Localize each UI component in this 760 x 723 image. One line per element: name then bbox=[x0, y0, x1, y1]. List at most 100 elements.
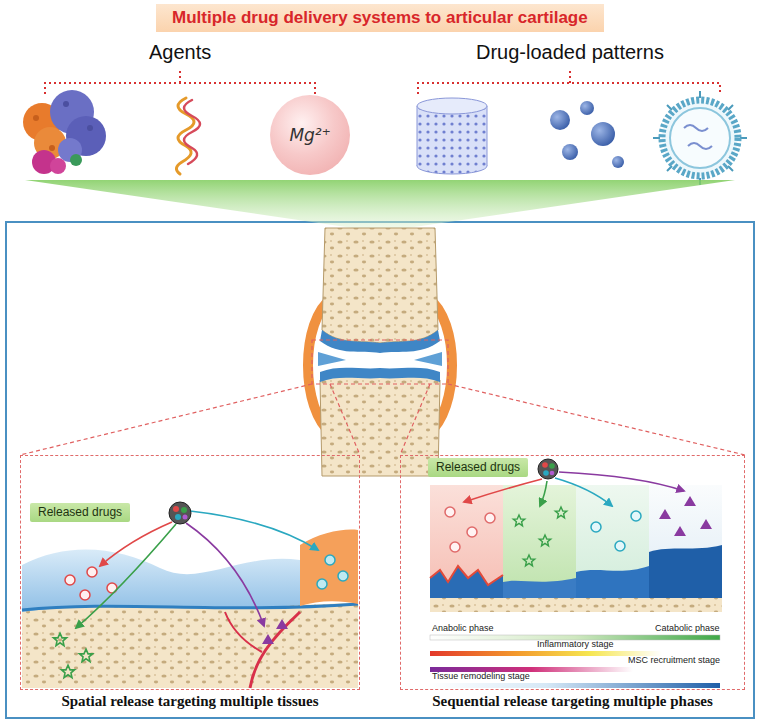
nanoparticle-icon-part bbox=[612, 156, 624, 168]
sequential-release-scene-part bbox=[523, 555, 534, 566]
phase-label: Catabolic phase bbox=[655, 623, 720, 634]
stage-label: Inflammatory stage bbox=[537, 639, 614, 650]
spatial-release-scene-part bbox=[262, 619, 288, 644]
liposome-icon-part-part bbox=[728, 105, 733, 110]
sequential-release-scene-part bbox=[464, 472, 684, 506]
sequential-release-scene-part bbox=[649, 485, 722, 612]
group-heading: Agents bbox=[149, 40, 211, 64]
rna-icon bbox=[176, 98, 200, 174]
knee-joint-part bbox=[414, 352, 442, 366]
spatial-release-scene-part-part bbox=[338, 571, 348, 581]
liposome-icon-part bbox=[653, 91, 747, 185]
spatial-release-scene-part bbox=[61, 665, 74, 677]
protein-icon-part bbox=[63, 101, 69, 107]
spatial-release-scene-part bbox=[300, 530, 358, 606]
spatial-release-scene-part bbox=[65, 567, 117, 600]
sequential-release-scene-part bbox=[513, 515, 524, 526]
spatial-release-scene-part-part bbox=[317, 579, 327, 589]
stage-label: Tissue remodeling stage bbox=[432, 671, 530, 682]
nanoparticle-icon-part bbox=[580, 101, 594, 115]
sequential-release-scene-part-part bbox=[674, 526, 686, 536]
node-text: Released drugs bbox=[436, 460, 520, 475]
sequential-release-scene-part bbox=[503, 578, 576, 598]
sequential-release-scene-part-part bbox=[559, 472, 684, 491]
liposome-icon bbox=[653, 91, 747, 185]
sequential-release-scene-part bbox=[430, 598, 722, 612]
sequential-release-scene-part bbox=[549, 463, 555, 469]
title-banner: Multiple drug delivery systems to articu… bbox=[156, 4, 604, 32]
protein-icon-part bbox=[70, 154, 82, 166]
zoom-leader-part bbox=[400, 384, 430, 455]
sequential-release-scene bbox=[430, 459, 722, 688]
spatial-release-scene-part bbox=[183, 515, 188, 520]
spatial-release-scene-part bbox=[181, 507, 187, 513]
spatial-release-scene-part-part bbox=[80, 590, 90, 600]
hydrogel-icon bbox=[417, 98, 487, 174]
liposome-icon-part bbox=[670, 108, 730, 168]
zoom-box: Sequential release targeting multiple ph… bbox=[400, 455, 745, 690]
protein-icon-part bbox=[49, 145, 55, 151]
sequential-release-scene-part bbox=[430, 485, 503, 612]
sequential-release-scene-part bbox=[543, 470, 549, 476]
sequential-release-scene-part bbox=[555, 507, 566, 518]
stage-label: MSC recruitment stage bbox=[628, 655, 720, 666]
sequential-release-scene-part bbox=[576, 485, 649, 612]
sequential-release-scene-part bbox=[591, 511, 641, 551]
nanoparticle-icon-part bbox=[591, 122, 615, 146]
ion-circle: Mg²⁺ bbox=[270, 95, 350, 175]
liposome-icon-part-part bbox=[699, 91, 701, 98]
liposome-icon-part-part bbox=[653, 137, 660, 139]
sequential-release-scene-part bbox=[430, 566, 503, 585]
spatial-release-scene-part bbox=[79, 649, 92, 661]
nanoparticle-icon-part bbox=[550, 110, 570, 130]
dotted-bracket-part bbox=[179, 68, 181, 83]
dotted-bracket-part bbox=[569, 68, 571, 83]
sequential-release-scene-part-part bbox=[700, 519, 712, 529]
spatial-release-scene-part-part bbox=[100, 522, 172, 566]
sequential-release-scene-part bbox=[576, 566, 649, 598]
sequential-release-scene-part bbox=[445, 507, 495, 552]
sequential-release-scene-part bbox=[538, 459, 558, 479]
hydrogel-icon-part bbox=[417, 106, 487, 166]
liposome-icon-part bbox=[662, 100, 738, 176]
panel-frame bbox=[6, 222, 754, 718]
sequential-release-scene-part-part bbox=[445, 507, 455, 517]
zoom-box: Spatial release targeting multiple tissu… bbox=[20, 455, 360, 690]
sequential-release-scene-part bbox=[550, 471, 555, 476]
knee-joint bbox=[308, 228, 452, 476]
node-text: Released drugs bbox=[38, 505, 122, 520]
hydrogel-icon-part bbox=[417, 106, 418, 166]
sequential-release-scene-part-part bbox=[450, 542, 460, 552]
hydrogel-icon-part bbox=[487, 106, 488, 166]
dotted-bracket-part bbox=[45, 83, 315, 94]
sequential-release-scene-part-part bbox=[540, 481, 547, 506]
sequential-release-scene-part bbox=[503, 485, 576, 612]
spatial-release-scene-part-part bbox=[76, 524, 176, 628]
drug-tag: Released drugs bbox=[428, 458, 528, 477]
spatial-release-scene-part bbox=[173, 506, 179, 512]
liposome-icon-part-part bbox=[667, 166, 672, 171]
spatial-release-scene-part-part bbox=[87, 567, 97, 577]
nanoparticle-icon-part bbox=[562, 144, 578, 160]
zoom-leader bbox=[20, 340, 745, 455]
dotted-bracket-part bbox=[418, 83, 720, 94]
knee-joint-part bbox=[318, 352, 346, 366]
liposome-icon-part-part bbox=[728, 166, 733, 171]
sequential-release-scene-part-part bbox=[615, 541, 625, 551]
spatial-release-scene-part bbox=[22, 604, 358, 610]
spatial-release-scene-part-part bbox=[190, 511, 318, 550]
focus-fan bbox=[25, 180, 735, 232]
hydrogel-icon-part bbox=[417, 98, 487, 114]
zoom-leader-part bbox=[330, 384, 360, 455]
drug-tag: Released drugs bbox=[30, 503, 130, 522]
sequential-release-scene-part-part bbox=[464, 479, 542, 502]
spatial-release-scene-part-part bbox=[65, 575, 75, 585]
spatial-release-scene-part bbox=[169, 502, 191, 524]
spatial-release-scene-part bbox=[53, 633, 66, 645]
knee-joint-part bbox=[320, 376, 440, 476]
spatial-release-scene bbox=[22, 502, 358, 688]
spatial-release-scene-part-part bbox=[325, 555, 335, 565]
knee-joint-part bbox=[320, 330, 440, 353]
hydrogel-icon-part bbox=[417, 106, 487, 166]
